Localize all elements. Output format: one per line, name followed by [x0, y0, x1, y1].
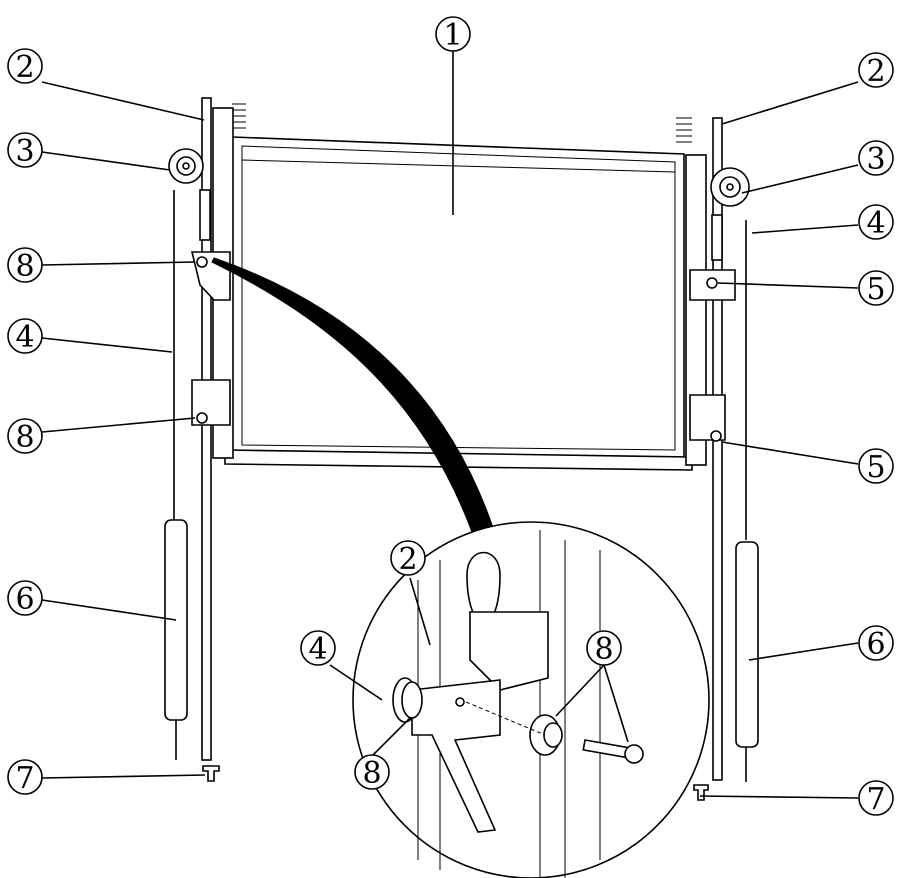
callout-4-detail: 4	[300, 630, 336, 667]
callout-7-left-label: 7	[15, 761, 34, 796]
callout-3-left: 3	[7, 132, 43, 169]
callout-6-left-label: 6	[15, 582, 34, 617]
callout-2-left: 2	[7, 48, 43, 85]
detail-view	[352, 521, 710, 878]
callout-4-left-label: 4	[15, 320, 34, 355]
callout-7-left: 7	[7, 759, 43, 796]
callout-8-lower-left: 8	[7, 418, 43, 455]
callout-6-left: 6	[7, 580, 43, 617]
callout-8-upper-left: 8	[7, 247, 43, 284]
callout-8-detail-left-label: 8	[362, 756, 381, 791]
callout-6-right-label: 6	[866, 627, 885, 662]
right-upright	[685, 117, 759, 801]
callout-2-right-label: 2	[866, 54, 885, 89]
callout-3-right: 3	[858, 140, 894, 177]
callout-5-upper-right: 5	[858, 270, 894, 307]
board-panel	[224, 136, 693, 471]
leader-lines	[41, 51, 859, 799]
callout-2-detail: 2	[390, 540, 426, 577]
callout-1-label: 1	[443, 18, 462, 53]
callout-6-right: 6	[858, 625, 894, 662]
callout-4-right-label: 4	[866, 206, 885, 241]
callout-5-upper-right-label: 5	[866, 272, 885, 307]
callout-4-detail-label: 4	[308, 632, 327, 667]
callout-2-detail-label: 2	[398, 542, 417, 577]
top-springs	[232, 103, 692, 143]
callout-3-right-label: 3	[866, 142, 885, 177]
callout-8-detail-left: 8	[354, 754, 390, 791]
callout-8-upper-left-label: 8	[15, 249, 34, 284]
left-upright	[164, 97, 234, 782]
callout-5-lower-right-label: 5	[866, 450, 885, 485]
callout-3-left-label: 3	[15, 134, 34, 169]
callout-8-lower-left-label: 8	[15, 420, 34, 455]
callout-4-left: 4	[7, 318, 43, 355]
callout-7-right-label: 7	[866, 782, 885, 817]
callout-2-left-label: 2	[15, 50, 34, 85]
callout-4-right: 4	[858, 204, 894, 241]
callout-5-lower-right: 5	[858, 448, 894, 485]
callout-1: 1	[435, 16, 471, 53]
callout-2-right: 2	[858, 52, 894, 89]
callout-7-right: 7	[858, 780, 894, 817]
callout-8-detail-right: 8	[586, 630, 622, 667]
callout-8-detail-right-label: 8	[594, 632, 613, 667]
